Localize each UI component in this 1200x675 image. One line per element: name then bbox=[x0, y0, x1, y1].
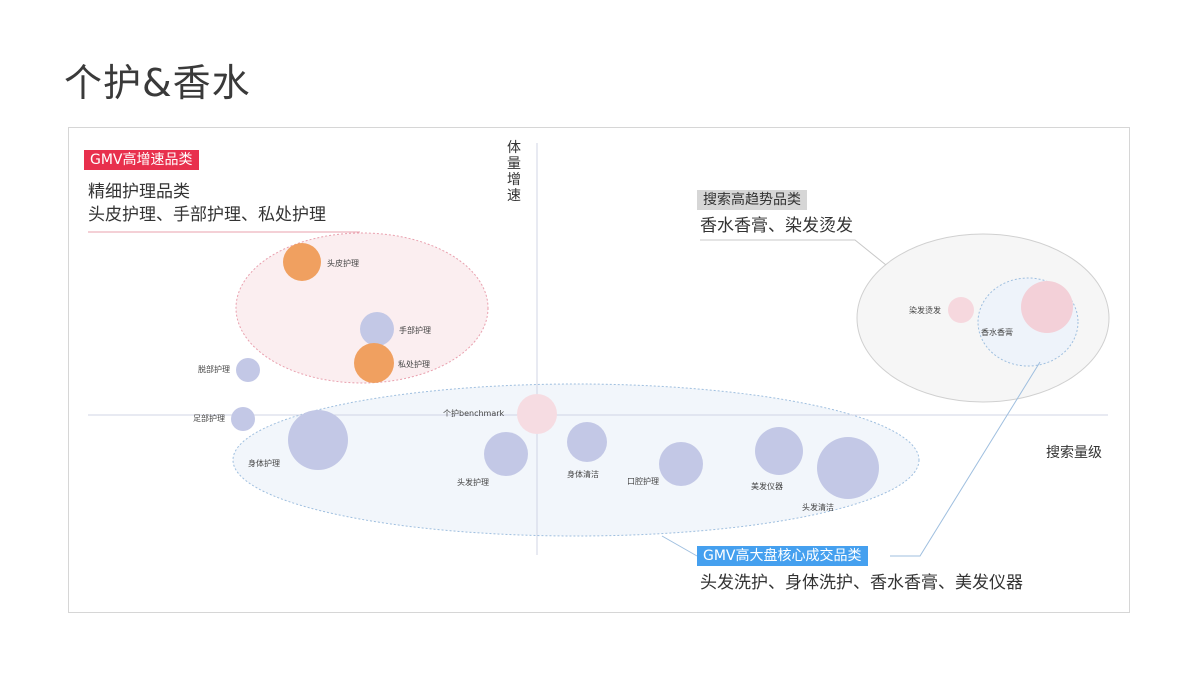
bubble-body-care bbox=[288, 410, 348, 470]
y-axis-label: 体量增速 bbox=[507, 140, 521, 204]
point-label: 头发护理 bbox=[457, 477, 489, 487]
point-label: 足部护理 bbox=[193, 413, 225, 423]
group-ellipse-core bbox=[232, 383, 920, 537]
point-label: 香水香膏 bbox=[981, 327, 1013, 337]
point-label: 个护benchmark bbox=[443, 408, 505, 418]
point-label: 染发烫发 bbox=[909, 305, 941, 315]
desc-core-items: 头发洗护、身体洗护、香水香膏、美发仪器 bbox=[700, 573, 1023, 593]
bubble-scalp-care bbox=[283, 243, 321, 281]
bubble-oral-care bbox=[659, 442, 703, 486]
point-label: 脱部护理 bbox=[198, 364, 230, 374]
point-label: 私处护理 bbox=[398, 359, 430, 369]
tag-gmv-high-growth: GMV高增速品类 bbox=[84, 150, 199, 170]
bubble-foot-care bbox=[231, 407, 255, 431]
bubble-hand-care bbox=[360, 312, 394, 346]
desc-fine-care-title: 精细护理品类 bbox=[88, 182, 190, 202]
tag-gmv-core: GMV高大盘核心成交品类 bbox=[697, 546, 868, 566]
bubble-hair-device bbox=[755, 427, 803, 475]
bubble-body-cleansing bbox=[567, 422, 607, 462]
point-label: 身体护理 bbox=[248, 458, 280, 468]
desc-search-trend-items: 香水香膏、染发烫发 bbox=[700, 216, 853, 236]
x-axis-label: 搜索量级 bbox=[1046, 445, 1102, 461]
point-label: 美发仪器 bbox=[751, 481, 783, 491]
point-label: 头发清洁 bbox=[802, 502, 834, 512]
bubble-private-care bbox=[354, 343, 394, 383]
bubble-hair-dye bbox=[948, 297, 974, 323]
connector-search-trend bbox=[700, 239, 887, 266]
bubble-benchmark bbox=[517, 394, 557, 434]
point-label: 头皮护理 bbox=[327, 258, 359, 268]
connector-core bbox=[661, 361, 1041, 557]
point-label: 口腔护理 bbox=[627, 476, 659, 486]
bubble-hair-care bbox=[484, 432, 528, 476]
tag-search-trend: 搜索高趋势品类 bbox=[697, 190, 807, 210]
bubble-perfume bbox=[1021, 281, 1073, 333]
point-label: 手部护理 bbox=[399, 325, 431, 335]
bubble-hair-cleansing bbox=[817, 437, 879, 499]
desc-fine-care-items: 头皮护理、手部护理、私处护理 bbox=[88, 205, 326, 225]
page-title: 个护&香水 bbox=[64, 61, 251, 105]
bubble-depilation-care bbox=[236, 358, 260, 382]
point-label: 身体清洁 bbox=[567, 469, 599, 479]
